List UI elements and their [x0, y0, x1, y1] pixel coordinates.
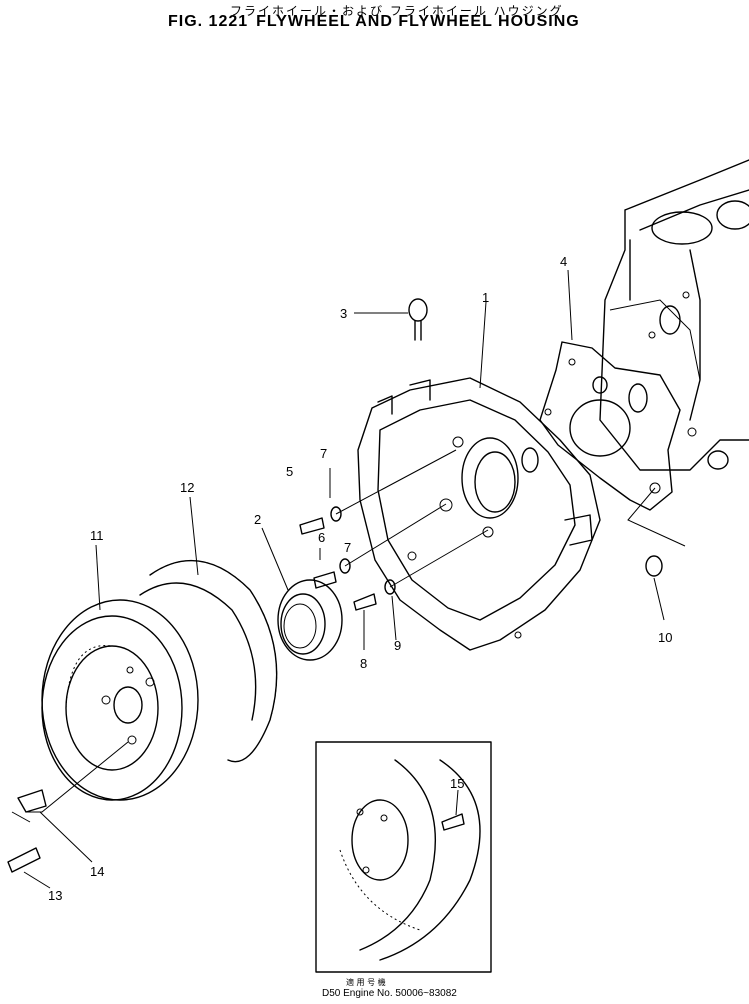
callout-7a: 7 — [320, 446, 327, 461]
japanese-title: フライホイール・および フライホイール ハウジング — [230, 4, 564, 18]
washer-part-7b — [339, 558, 351, 574]
bolt-part-6 — [313, 571, 337, 589]
callout-4: 4 — [560, 254, 567, 269]
washer-part-7a — [330, 506, 342, 522]
figure-number: FIG. 1221 — [168, 13, 249, 30]
callout-3: 3 — [340, 306, 347, 321]
leader-lines — [11, 269, 686, 889]
lock-plate-part-14 — [17, 789, 47, 813]
callout-5: 5 — [286, 464, 293, 479]
bolt-part-5 — [299, 517, 325, 535]
bolt-part-13 — [7, 847, 41, 873]
callout-12: 12 — [180, 480, 194, 495]
callout-2: 2 — [254, 512, 261, 527]
callout-10: 10 — [658, 630, 672, 645]
flywheel-part — [41, 599, 199, 801]
bolt-part-8 — [353, 593, 377, 611]
callout-15: 15 — [450, 776, 464, 791]
footer-japanese: 適 用 号 機 — [346, 978, 386, 987]
callout-11: 11 — [90, 528, 104, 543]
callout-13: 13 — [48, 888, 62, 903]
callout-14: 14 — [90, 864, 104, 879]
callout-1: 1 — [482, 290, 489, 305]
callout-7b: 7 — [344, 540, 351, 555]
ring-gear-part — [139, 559, 278, 763]
footer-engine-range: D50 Engine No. 50006~83082 — [322, 988, 457, 999]
callout-9: 9 — [394, 638, 401, 653]
flywheel-housing-part — [357, 377, 601, 651]
callout-8: 8 — [360, 656, 367, 671]
eyebolt-part — [408, 298, 428, 341]
washer-part-10 — [645, 555, 663, 577]
inset-detail — [315, 741, 492, 973]
engine-block — [599, 159, 749, 471]
gasket-part — [539, 341, 681, 511]
washer-part-9 — [384, 579, 396, 595]
callout-6: 6 — [318, 530, 325, 545]
figure-title: FIG. 1221 FLYWHEEL AND FLYWHEEL HOUSING — [168, 13, 588, 31]
figure-caption: FLYWHEEL AND FLYWHEEL HOUSING — [256, 13, 580, 30]
callout-labels: 1 2 3 4 5 6 7 7 8 9 10 11 12 13 14 15 — [48, 254, 672, 903]
oil-seal-part — [277, 579, 343, 661]
